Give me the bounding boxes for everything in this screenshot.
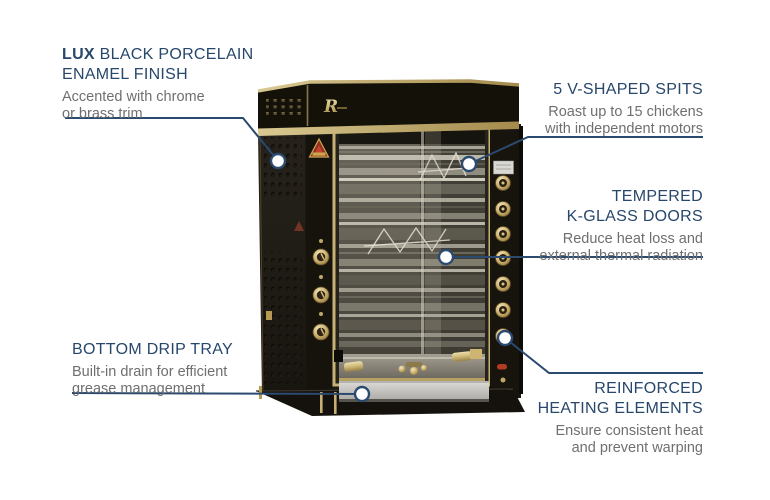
callout-desc-line: Accented with chrome [62, 89, 205, 105]
oven-header: R [257, 79, 520, 136]
power-indicator [497, 364, 507, 370]
warning-triangle-badge [308, 137, 330, 158]
callout-drip-tray: BOTTOM DRIP TRAY Built-in drain for effi… [72, 340, 233, 397]
callout-description: Ensure consistent heat and prevent warpi… [538, 423, 703, 456]
callout-dot-glass-doors [437, 248, 455, 266]
callout-heading: 5 V-SHAPED SPITS [553, 81, 703, 98]
hinge-block [470, 349, 482, 359]
door-hinge-left [343, 361, 364, 372]
door-hinge-right [451, 351, 473, 362]
base-brass-trim [320, 392, 323, 413]
callout-dot-heating-elements [496, 329, 514, 347]
callout-desc-line: with independent motors [545, 120, 703, 137]
callout-heading: HEATING ELEMENTS [537, 400, 703, 417]
handle-knob [421, 365, 427, 371]
callout-desc-line: grease management [72, 380, 205, 397]
callout-desc-line: external thermal radiation [539, 247, 703, 264]
connector-spits [468, 136, 703, 165]
brand-logo: R [323, 97, 347, 117]
control-panel [490, 124, 523, 398]
callout-finish: LUX BLACK PORCELAIN ENAMEL FINISH Accent… [62, 45, 254, 122]
callout-heading: TEMPERED [611, 188, 703, 205]
handle-knob [410, 367, 418, 375]
callout-description: Accented with chrome or brass trim [62, 89, 254, 122]
callout-heating-elements: REINFORCED HEATING ELEMENTS Ensure consi… [538, 379, 703, 456]
spec-label [493, 160, 514, 175]
callout-heading: LUX BLACK PORCELAIN [62, 45, 254, 65]
header-top-trim [257, 79, 520, 93]
callout-description: Built-in drain for efficient grease mana… [72, 364, 233, 397]
door-latch [334, 350, 343, 362]
connector-finish [65, 117, 279, 162]
screw [319, 312, 323, 316]
callout-desc-line: Reduce heat loss and [562, 231, 703, 247]
v-spit-basket [363, 151, 469, 255]
callout-heading-bold: LUX [62, 46, 95, 63]
callout-desc-line: Ensure consistent heat [555, 423, 703, 439]
callout-heading: K-GLASS DOORS [566, 208, 703, 225]
callout-heading: BOTTOM DRIP TRAY [72, 341, 233, 358]
header-bottom-trim [258, 121, 519, 136]
header-vent-grid [266, 96, 303, 118]
screw [319, 239, 323, 243]
door-seam [421, 131, 424, 354]
handle-knob [398, 365, 406, 373]
control-knob [495, 175, 511, 191]
control-knob [495, 302, 511, 318]
connector-drip-tray [71, 392, 363, 395]
callout-heading: ENAMEL FINISH [62, 66, 188, 83]
callout-spits: 5 V-SHAPED SPITS Roast up to 15 chickens… [545, 80, 703, 137]
callout-dots [269, 152, 514, 403]
callout-desc-line: Built-in drain for efficient [72, 364, 228, 380]
callout-heading-rest: BLACK PORCELAIN [94, 46, 254, 63]
side-brass-chip [266, 311, 272, 320]
side-vent-grid-upper [264, 137, 302, 201]
callout-desc-line: and prevent warping [571, 439, 703, 456]
control-knob [495, 201, 511, 217]
screw [319, 275, 323, 279]
callout-desc-line: or brass trim [62, 105, 143, 122]
side-warning-triangle [294, 221, 304, 231]
left-knob [312, 248, 330, 266]
connector-heating-elements [504, 337, 703, 374]
oven-side-panel [258, 125, 305, 397]
door-bottom-rail [334, 349, 485, 378]
left-control-column [306, 128, 333, 398]
control-knob [495, 276, 511, 292]
screw [500, 377, 506, 383]
oven-right-edge [519, 126, 523, 394]
brand-logo-glyph: R [323, 97, 338, 117]
callout-dot-drip-tray [353, 385, 371, 403]
callout-glass-doors: TEMPERED K-GLASS DOORS Reduce heat loss … [539, 187, 703, 264]
connector-lines [65, 117, 703, 395]
callout-heading: REINFORCED [594, 380, 703, 397]
callout-desc-line: Roast up to 15 chickens [548, 104, 703, 120]
callout-description: Reduce heat loss and external thermal ra… [539, 231, 703, 264]
callout-dot-finish [269, 152, 287, 170]
left-knob [312, 286, 330, 304]
callout-description: Roast up to 15 chickens with independent… [545, 104, 703, 137]
control-knob [495, 226, 511, 242]
base-brass-trim [334, 392, 337, 414]
callout-dot-spits [460, 155, 478, 173]
drip-tray [320, 381, 489, 414]
glass-interior [339, 131, 485, 354]
left-knob [312, 323, 330, 341]
